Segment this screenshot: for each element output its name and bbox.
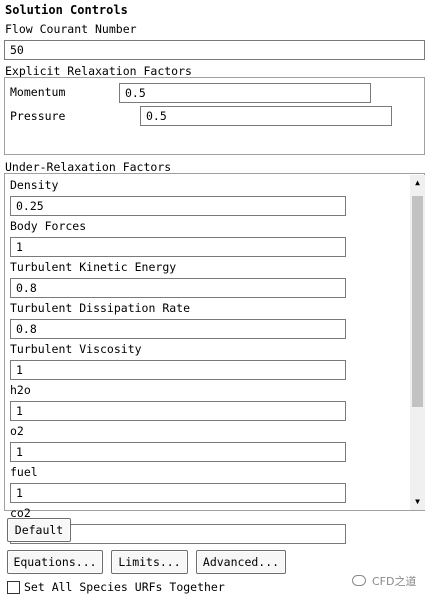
explicit-relaxation-label: Explicit Relaxation Factors: [5, 64, 192, 78]
set-all-species-label: Set All Species URFs Together: [24, 580, 225, 594]
wechat-logo-icon: [352, 575, 366, 586]
urf-scrollbar[interactable]: ▲ ▼: [410, 175, 425, 510]
urf-input[interactable]: 0.25: [10, 196, 346, 216]
limits-button[interactable]: Limits...: [111, 550, 188, 574]
scroll-thumb[interactable]: [412, 196, 423, 407]
urf-label: Density: [10, 178, 59, 192]
panel-title: Solution Controls: [5, 3, 128, 17]
watermark-text: CFD之道: [372, 575, 417, 588]
urf-input[interactable]: 1: [10, 237, 346, 257]
urf-label: fuel: [10, 465, 38, 479]
explicit-relaxation-group: Momentum 0.5 Pressure 0.5: [4, 77, 425, 155]
urf-input[interactable]: 0.8: [10, 278, 346, 298]
advanced-button[interactable]: Advanced...: [196, 550, 286, 574]
pressure-label: Pressure: [10, 109, 66, 123]
urf-label: co2: [10, 506, 31, 520]
set-all-species-checkbox[interactable]: [7, 581, 20, 594]
urf-input[interactable]: 1: [10, 442, 346, 462]
urf-input[interactable]: 0.8: [10, 319, 346, 339]
urf-input[interactable]: 1: [10, 483, 346, 503]
pressure-input[interactable]: 0.5: [140, 106, 392, 126]
default-button[interactable]: Default: [7, 518, 71, 542]
urf-label: o2: [10, 424, 24, 438]
scroll-down-arrow-icon[interactable]: ▼: [415, 497, 420, 506]
scroll-up-arrow-icon[interactable]: ▲: [415, 178, 420, 187]
urf-label: Turbulent Kinetic Energy: [10, 260, 177, 274]
under-relaxation-label: Under-Relaxation Factors: [5, 160, 172, 174]
urf-label: h2o: [10, 383, 31, 397]
courant-input[interactable]: 50: [4, 40, 425, 60]
urf-label: Turbulent Dissipation Rate: [10, 301, 191, 315]
courant-label: Flow Courant Number: [5, 22, 137, 36]
urf-label: Body Forces: [10, 219, 87, 233]
urf-input[interactable]: 1: [10, 360, 346, 380]
momentum-label: Momentum: [10, 85, 66, 99]
momentum-input[interactable]: 0.5: [119, 83, 371, 103]
urf-input[interactable]: 1: [10, 401, 346, 421]
watermark: CFD之道: [352, 573, 416, 589]
equations-button[interactable]: Equations...: [7, 550, 103, 574]
urf-label: Turbulent Viscosity: [10, 342, 142, 356]
